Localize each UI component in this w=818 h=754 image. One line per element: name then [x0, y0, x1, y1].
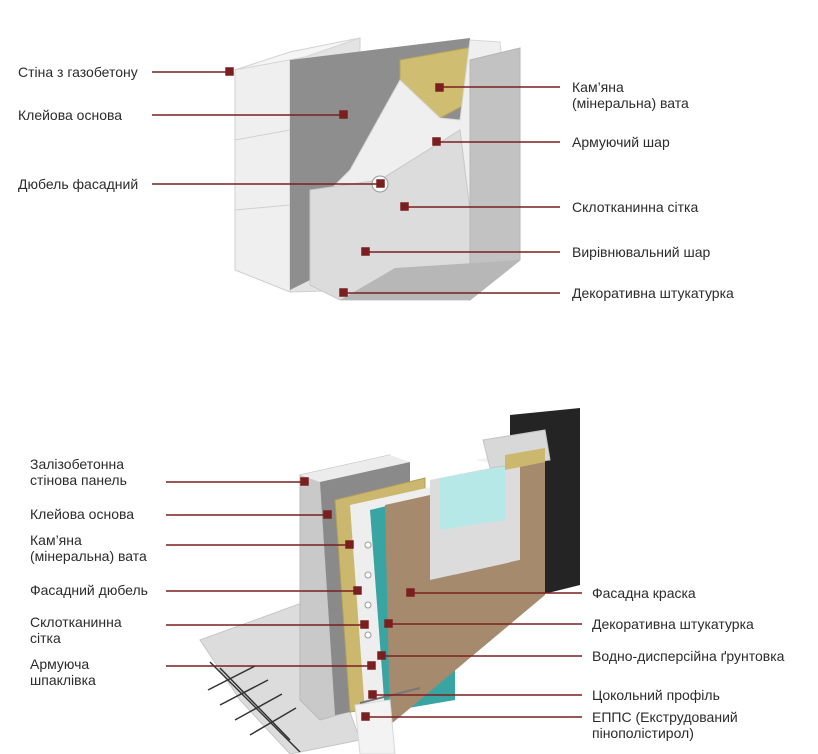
window-glass — [440, 466, 505, 530]
leaders-2 — [166, 477, 582, 721]
label-fiberglass-mesh-2: Склотканинна сітка — [30, 614, 122, 646]
label-reinforcing-putty: Армуюча шпаклівка — [30, 656, 96, 688]
label-decorative-plaster-2: Декоративна штукатурка — [592, 616, 754, 632]
label-xps: ЕППС (Екструдований пінополістирол) — [592, 709, 738, 741]
label-fiberglass-mesh: Склотканинна сітка — [572, 199, 699, 215]
label-water-dispersion-primer: Водно-дисперсійна ґрунтовка — [592, 648, 785, 664]
label-reinforcing-layer: Армуючий шар — [572, 134, 670, 150]
label-facade-paint: Фасадна краска — [592, 585, 696, 601]
label-facade-dowel: Дюбель фасадний — [18, 176, 139, 192]
diagram-1-illustration — [234, 37, 521, 302]
label-mineral-wool: Кам’яна (мінеральна) вата — [572, 79, 689, 111]
diagram-2-illustration — [199, 408, 580, 754]
label-mineral-wool-2: Кам’яна (мінеральна) вата — [30, 532, 147, 564]
label-adhesive-base-2: Клейова основа — [30, 506, 135, 522]
label-leveling-layer: Вирівнювальний шар — [572, 244, 711, 260]
rebar — [207, 661, 301, 753]
xps-layer — [354, 699, 396, 754]
leaders-1 — [152, 67, 560, 297]
label-facade-dowel-2: Фасадний дюбель — [30, 582, 148, 598]
label-decorative-plaster: Декоративна штукатурка — [572, 285, 734, 301]
label-adhesive-base: Клейова основа — [18, 107, 123, 123]
label-plinth-profile: Цокольний профіль — [592, 687, 720, 703]
label-aerated-concrete-wall: Стіна з газобетону — [18, 64, 138, 80]
aerated-concrete-wall — [234, 51, 291, 293]
label-concrete-panel: Залізобетонна стінова панель — [30, 456, 127, 488]
